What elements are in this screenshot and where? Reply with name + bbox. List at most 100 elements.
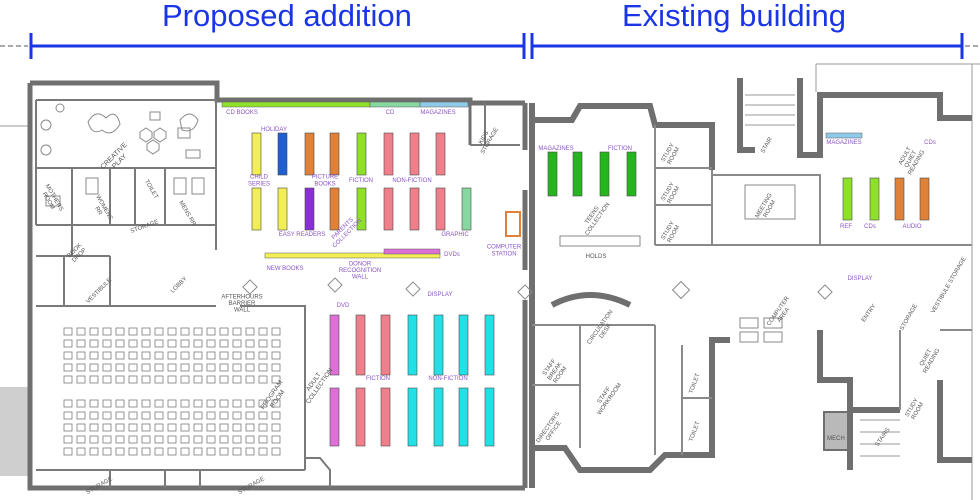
chair: [271, 447, 281, 456]
book-drop-label: BOOKDROP: [67, 243, 88, 264]
chair: [167, 423, 177, 432]
site-lines: [0, 63, 980, 500]
chair: [102, 327, 112, 336]
magazines-label: MAGAZINES: [420, 110, 455, 116]
chair: [206, 375, 216, 384]
book-stack: [383, 132, 394, 176]
chair: [271, 327, 281, 336]
magazines-label: MAGAZINES: [538, 146, 573, 152]
chair: [167, 447, 177, 456]
book-stack: [251, 132, 262, 176]
chair: [167, 327, 177, 336]
creative-play-furniture: [40, 103, 199, 156]
chair: [206, 363, 216, 372]
chair: [128, 339, 138, 348]
chair: [245, 375, 255, 384]
chair: [102, 363, 112, 372]
circulation-desk-label: CIRCULATIONDESK: [586, 309, 619, 349]
dvd-label: DVD: [337, 303, 350, 309]
cd-label: CD: [386, 110, 395, 116]
book-stack: [356, 132, 367, 176]
chair: [180, 423, 190, 432]
addition-walls: [27, 80, 528, 491]
staff-workroom-label: STAFFWORKROOM: [591, 379, 623, 417]
chair: [128, 399, 138, 408]
chair: [154, 375, 164, 384]
chair: [76, 375, 86, 384]
toilet-label: TOILET: [689, 373, 702, 395]
chair: [193, 327, 203, 336]
chair: [63, 327, 73, 336]
audio-label: AUDIO: [902, 224, 921, 230]
book-stack: [435, 187, 446, 231]
chair: [141, 435, 151, 444]
book-stack: [435, 132, 446, 176]
book-stack: [433, 387, 444, 447]
chair: [271, 339, 281, 348]
non-fiction-label: NON-FICTION: [392, 178, 431, 184]
chair: [128, 423, 138, 432]
chair: [115, 411, 125, 420]
holiday-label: HOLIDAY: [261, 127, 287, 133]
chair: [76, 339, 86, 348]
computer-tables: [739, 317, 783, 343]
book-stack: [383, 187, 394, 231]
chair: [232, 423, 242, 432]
chair: [219, 411, 229, 420]
book-stacks: [251, 132, 930, 447]
chair: [232, 363, 242, 372]
hex-tables: [139, 111, 201, 159]
chair: [76, 447, 86, 456]
chair: [193, 447, 203, 456]
chair: [89, 447, 99, 456]
chair: [63, 411, 73, 420]
dimension-bar-proposed: [29, 33, 526, 59]
chair: [115, 351, 125, 360]
book-stack: [433, 314, 444, 376]
cds-label: CDs: [924, 140, 936, 146]
chair: [219, 399, 229, 408]
chair: [232, 375, 242, 384]
kids-storage-label: KIDSSTORAGE: [474, 124, 500, 156]
chair: [128, 435, 138, 444]
chair: [63, 447, 73, 456]
dvds-shelf: [383, 248, 441, 255]
book-stack: [458, 314, 469, 376]
chair: [167, 411, 177, 420]
book-stack: [380, 314, 391, 376]
book-stack: [409, 132, 420, 176]
stair-label: STAIR: [760, 136, 774, 154]
quiet-reading-label: QUIETREADING: [917, 344, 942, 374]
existing-magazines-shelf: [825, 132, 863, 139]
directors-office-label: DIRECTOR'SOFFICE: [536, 411, 567, 448]
lobby-label: LOBBY: [170, 276, 188, 294]
storage-label: STORAGE: [899, 303, 919, 331]
book-stack: [380, 387, 391, 447]
chair: [167, 339, 177, 348]
book-stack: [277, 132, 288, 176]
chair: [76, 351, 86, 360]
mech-label: MECH: [827, 436, 845, 442]
chair: [89, 423, 99, 432]
chair: [141, 399, 151, 408]
chair: [141, 339, 151, 348]
chair: [219, 327, 229, 336]
study-room-label: STUDYROOM: [905, 398, 926, 422]
chair: [115, 375, 125, 384]
chair: [180, 327, 190, 336]
chair: [128, 363, 138, 372]
holds-label: HOLDS: [586, 254, 607, 260]
vestibule-storage-label: VESTIBULE STORAGE: [931, 256, 968, 314]
chair: [258, 339, 268, 348]
chair: [115, 447, 125, 456]
new-books-shelf: [264, 252, 441, 259]
book-stack: [599, 151, 610, 197]
exterior-paving: [0, 388, 30, 476]
chair: [128, 327, 138, 336]
display-label: DISPLAY: [848, 276, 873, 282]
chair: [245, 363, 255, 372]
chair: [128, 447, 138, 456]
dimension-bar-existing: [530, 33, 964, 59]
stair-treads: [745, 94, 900, 457]
chair: [271, 423, 281, 432]
